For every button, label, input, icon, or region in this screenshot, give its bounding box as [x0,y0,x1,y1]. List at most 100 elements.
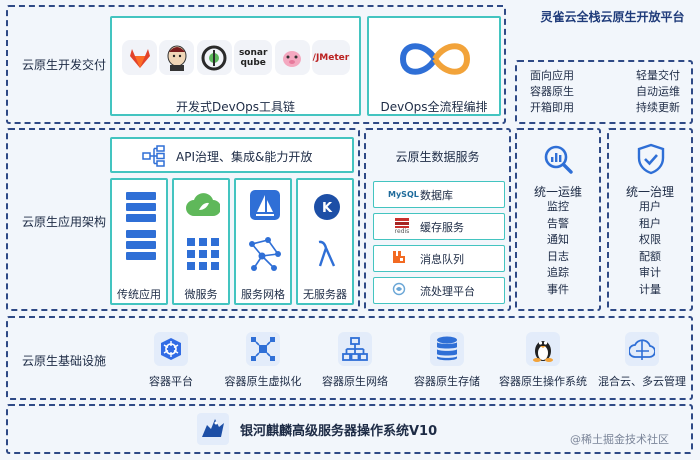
service-label: 缓存服务 [420,220,464,234]
service-database: MySQL 数据库 [373,181,505,208]
network-icon [338,332,372,366]
devops-flow-label: DevOps全流程编排 [380,100,488,114]
ops-item: 监控 [547,200,569,213]
istio-sail-icon [250,190,280,224]
mesh-network-icon [246,236,284,276]
infra-item-virtualization: 容器原生虚拟化 [217,332,309,389]
infra-item-os: 容器原生操作系统 [493,332,593,389]
ops-item: 事件 [547,282,569,296]
ops-item: 通知 [547,233,569,246]
gov-item: 权限 [639,233,661,246]
lambda-icon [316,240,338,272]
arch-mesh-card: 服务网格 [234,178,292,305]
infra-label: 容器平台 [149,375,193,388]
gov-title: 统一治理 [625,185,674,199]
infra-row-label: 云原生基础设施 [22,354,107,368]
os-row-frame [6,404,693,454]
ops-item: 告警 [547,216,569,230]
harbor-icon [274,40,310,75]
features-grid: 面向应用 轻量交付 容器原生 自动运维 开箱即用 持续更新 [530,68,680,116]
infra-label: 容器原生虚拟化 [224,375,302,388]
feature-item: 自动运维 [636,85,680,98]
infra-row-frame [6,316,693,400]
feature-item: 容器原生 [530,85,574,98]
service-cache: redis 缓存服务 [373,213,505,240]
jmeter-icon: /JMeter [311,40,350,75]
api-governance-panel: API治理、集成&能力开放 [110,137,354,173]
features-frame [515,60,693,124]
database-icon [430,332,464,366]
dev-row-frame [6,5,506,124]
hybrid-cloud-icon [625,332,659,366]
kylin-logo [197,413,229,449]
service-label: 消息队列 [420,252,464,266]
server-icon [126,192,156,266]
gov-item: 配额 [639,249,661,263]
rabbitmq-icon [392,249,416,268]
infra-label: 容器原生网络 [322,375,388,388]
infra-item-container-platform: 容器平台 [125,332,217,389]
grid-icon [187,238,219,274]
gov-item: 用户 [639,200,661,213]
svg-text:K: K [322,201,333,216]
app-row-label: 云原生应用架构 [22,215,107,229]
data-services-frame [364,128,511,311]
os-label: 银河麒麟高级服务器操作系统V10 [240,424,438,439]
api-tree-icon [142,145,166,171]
ops-list: 监控 告警 通知 日志 追踪 事件 [515,199,601,298]
service-stream: 流处理平台 [373,277,505,304]
api-label: API治理、集成&能力开放 [176,150,313,164]
devops-toolchain-label: 开发式DevOps工具链 [175,100,296,114]
linux-icon [526,332,560,366]
gov-item: 审计 [639,266,661,279]
arch-label: 微服务 [184,288,218,301]
jenkins-icon [159,40,195,75]
shield-icon [637,143,665,179]
platform-title: 灵雀云全栈云原生开放平台 [540,10,685,24]
ops-item: 日志 [547,249,569,263]
feature-item: 持续更新 [636,101,680,114]
ops-item: 追踪 [547,266,569,279]
watermark: @稀土掘金技术社区 [570,433,669,446]
gov-item: 租户 [639,216,661,230]
gov-item: 计量 [639,282,661,296]
mysql-icon: MySQL [388,190,419,199]
data-services-title: 云原生数据服务 [395,150,480,164]
infra-item-storage: 容器原生存储 [401,332,493,389]
virtualization-icon [246,332,280,366]
arch-serverless-card: K 无服务器 [296,178,354,305]
arch-traditional-card: 传统应用 [110,178,168,305]
feature-item: 轻量交付 [636,69,680,82]
ops-frame [515,128,601,311]
service-label: 流处理平台 [420,284,475,298]
dev-row-label: 云原生开发交付 [22,58,107,72]
spring-cloud-icon [186,190,221,224]
feature-item: 面向应用 [530,69,574,82]
gov-list: 用户 租户 权限 配额 审计 计量 [607,199,693,298]
app-row-frame [6,128,360,311]
infra-label: 容器原生操作系统 [499,375,587,388]
infra-items: 容器平台 容器原生虚拟化 容器原生网络 容器原生存储 容器原生操作系统 混合云、… [125,332,691,392]
infra-item-hybrid-cloud: 混合云、多云管理 [593,332,691,389]
knative-icon: K [312,192,342,226]
arch-microservice-card: 微服务 [172,178,230,305]
arch-label: 服务网格 [241,288,285,301]
service-label: 数据库 [420,188,453,202]
gitlab-icon [122,40,157,75]
infinity-loop-icon [399,38,471,84]
arch-label: 无服务器 [303,288,347,301]
service-queue: 消息队列 [373,245,505,272]
infra-label: 容器原生存储 [414,375,480,388]
redis-icon: redis [388,218,416,235]
devops-flow-panel: DevOps全流程编排 [367,16,501,116]
feature-item: 开箱即用 [530,101,574,114]
arch-label: 传统应用 [117,288,161,301]
stream-icon [392,281,416,300]
ops-title: 统一运维 [533,185,582,199]
gov-frame [607,128,693,311]
infra-label: 混合云、多云管理 [598,375,686,388]
kubernetes-icon [154,332,188,366]
ops-search-icon [543,144,573,178]
